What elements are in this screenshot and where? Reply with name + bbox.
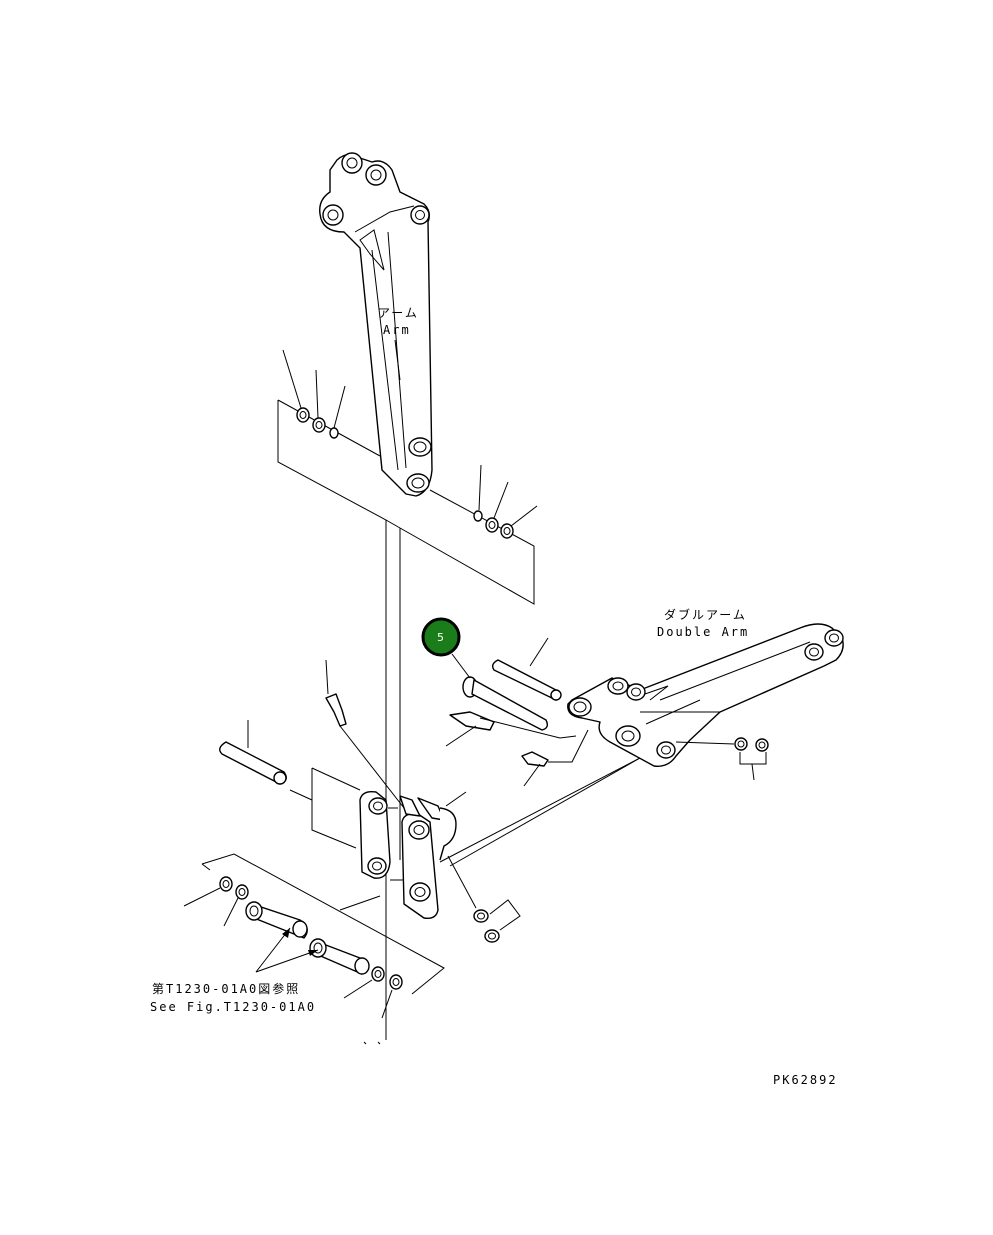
pin-upper-right — [491, 637, 562, 701]
bolt-parts — [445, 711, 769, 867]
arm-label-en: Arm — [383, 323, 411, 337]
double-arm-part — [567, 623, 844, 767]
bracket-part — [311, 767, 467, 920]
nuts-lower — [439, 757, 641, 943]
lower-bushing-plate — [183, 853, 445, 1045]
callout-5[interactable]: 5 — [421, 617, 461, 657]
pin-item-5 — [451, 653, 549, 731]
callout-5-number: 5 — [437, 631, 444, 644]
double-arm-label-en: Double Arm — [657, 625, 749, 639]
arm-label-jp: アーム — [378, 306, 419, 320]
pin-left — [219, 720, 313, 801]
upper-washer-frame — [277, 349, 538, 1040]
callout-5-circle[interactable] — [421, 617, 461, 657]
arm-part — [319, 152, 433, 497]
double-arm-label-jp: ダブルアーム — [664, 607, 747, 622]
reference-label-jp: 第T1230-01A0図参照 — [152, 981, 300, 996]
reference-label-en: See Fig.T1230-01A0 — [150, 1000, 316, 1014]
drawing-code: PK62892 — [773, 1073, 838, 1087]
bolt-top — [325, 659, 405, 809]
